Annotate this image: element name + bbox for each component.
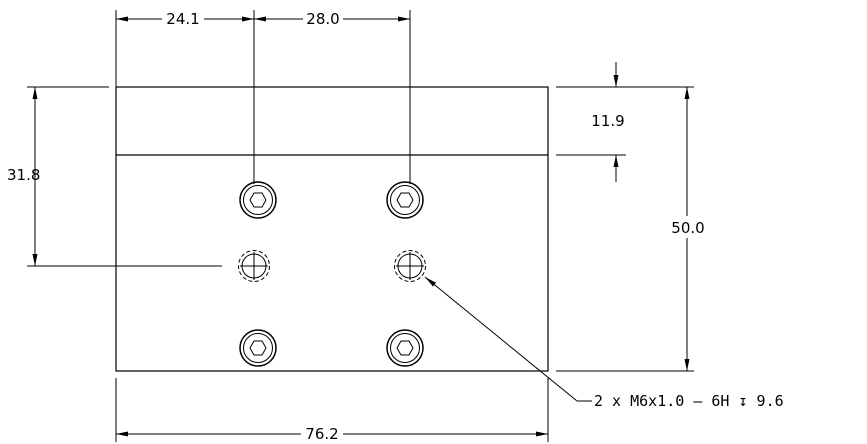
extension-lines xyxy=(27,10,694,442)
dimension-label-76-2: 76.2 xyxy=(305,425,338,443)
tapped-hole-left xyxy=(238,250,270,282)
dimension-label-11-9: 11.9 xyxy=(591,112,624,130)
dimension-label-24-1: 24.1 xyxy=(166,10,199,28)
dimension-label-31-8: 31.8 xyxy=(7,166,40,184)
dimension-28-0: 28.0 xyxy=(254,10,410,28)
part-outline xyxy=(115,86,549,372)
dimension-11-9: 11.9 xyxy=(591,62,625,182)
screw-top-left xyxy=(239,181,277,219)
callout-thread-spec: 2 x M6x1.0 – 6H ↧ 9.6 xyxy=(594,392,784,410)
tapped-hole-right xyxy=(394,250,426,282)
callout-leader: 2 x M6x1.0 – 6H ↧ 9.6 xyxy=(424,276,784,410)
dimension-31-8: 31.8 xyxy=(7,87,40,266)
dimension-24-1: 24.1 xyxy=(116,10,254,28)
dimension-label-28-0: 28.0 xyxy=(306,10,339,28)
dimension-50-0: 50.0 xyxy=(664,87,712,371)
screw-bottom-right xyxy=(386,329,424,367)
screw-top-right xyxy=(386,181,424,219)
dimension-label-50-0: 50.0 xyxy=(671,219,704,237)
dimension-76-2: 76.2 xyxy=(116,425,548,443)
screw-bottom-left xyxy=(239,329,277,367)
